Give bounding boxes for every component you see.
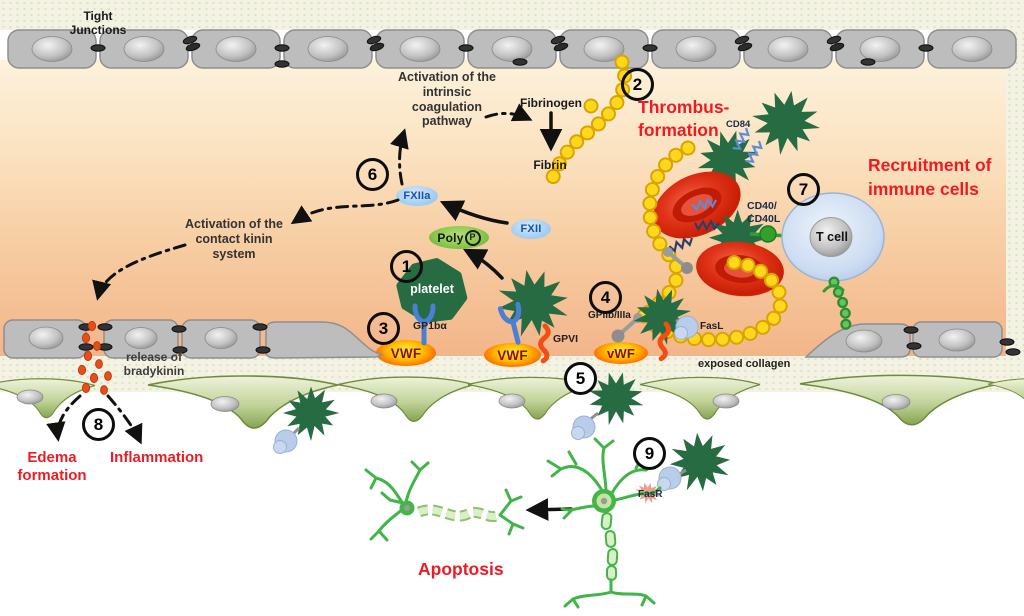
glycocalyx-band-top: [0, 0, 1024, 30]
vwf-molecule-mid: VWF: [484, 343, 541, 367]
fasl-ligand: [571, 415, 596, 440]
arrow-kinin-to-gap: [92, 243, 187, 301]
step-badge-2: 2: [621, 68, 654, 101]
step-badge-7: 7: [787, 173, 820, 206]
label-contact-kinin: Activation of the contact kinin system: [185, 217, 283, 261]
t-cell: [781, 192, 885, 282]
polyp-p-symbol: P: [464, 229, 481, 246]
arrow-to-edema: [46, 394, 82, 442]
label-fibrin: Fibrin: [533, 158, 567, 172]
label-exposed-collagen: exposed collagen: [698, 358, 791, 370]
fragmented-axon: [416, 504, 503, 523]
step-badge-4: 4: [589, 281, 622, 314]
arrow-platelet-to-polyp: [462, 248, 504, 280]
label-cd40-cd40l: CD40/ CD40L: [747, 200, 781, 226]
label-apoptosis: Apoptosis: [418, 559, 504, 579]
apoptotic-neuron: [364, 460, 525, 542]
fibrinogen-dot: [583, 98, 599, 114]
glycocalyx-strip-right: [1006, 30, 1024, 392]
label-bradykinin: release of bradykinin: [123, 350, 185, 379]
collagen-platelet: [611, 283, 699, 359]
label-tight-junctions: Tight Junctions: [69, 9, 127, 37]
label-t-cell: T cell: [816, 230, 848, 244]
solid-arrows: [439, 111, 573, 521]
endfeet-nuclei: [16, 389, 911, 412]
red-blood-cell: [653, 171, 741, 239]
thrombus: [643, 84, 826, 340]
step-badge-8: 8: [82, 408, 115, 441]
label-cd84: CD84: [726, 119, 751, 130]
step-badge-1: 1: [390, 250, 423, 283]
vwf-mid-label: VWF: [497, 347, 528, 363]
axon-segments: [600, 512, 619, 581]
fxii-label: FXII: [520, 223, 542, 235]
label-fasr: FasR: [638, 489, 663, 500]
arrow-to-inflammation: [106, 394, 143, 445]
label-recruitment: Recruitment of immune cells: [868, 155, 992, 199]
arrow-fxiia-to-intrinsic: [390, 128, 409, 186]
migrating-platelet-left: [273, 386, 340, 454]
label-edema: Edema formation: [17, 449, 87, 484]
step-badge-9: 9: [633, 437, 666, 470]
arrow-fxii-to-fxiia: [439, 200, 509, 225]
label-fasl: FasL: [700, 321, 724, 332]
polyp-label: Poly: [437, 230, 464, 245]
arrow-intrinsic-to-fibrinogen: [484, 103, 533, 122]
label-gpiib-iiia: GPIIb/IIIa: [588, 310, 631, 321]
step-badge-6: 6: [356, 158, 389, 191]
label-gp1b-alpha: GP1bα: [413, 320, 447, 332]
label-fibrinogen: Fibrinogen: [520, 96, 582, 110]
fxiia-label: FXIIa: [403, 190, 431, 202]
label-inflammation: Inflammation: [110, 449, 204, 466]
activated-platelet: [746, 84, 826, 161]
step-badge-5: 5: [564, 362, 597, 395]
arrow-fxiia-to-kinin: [290, 198, 400, 225]
gpiib-iiia-bridge: [663, 247, 693, 274]
vwf-left-label: VWF: [390, 345, 422, 361]
label-platelet: platelet: [410, 282, 454, 296]
label-gpvi: GPVI: [553, 333, 579, 345]
step-badge-3: 3: [367, 312, 400, 345]
fxiia-molecule: FXIIa: [396, 186, 438, 206]
label-intrinsic-pathway: Activation of the intrinsic coagulation …: [398, 70, 496, 129]
endothelium-bottom-left: [3, 319, 385, 359]
vwf-right-label: vWF: [606, 345, 636, 361]
endothelium-bottom-right: [804, 321, 1021, 358]
fasl-ligand: [273, 429, 298, 454]
platelet-9-fas: [632, 422, 742, 507]
vwf-molecule-right: vWF: [594, 342, 648, 364]
fxii-molecule: FXII: [511, 219, 551, 239]
migrating-platelet-5: [571, 365, 651, 440]
dashdot-arrows: [46, 103, 533, 445]
bradykinin-dots: [77, 320, 112, 395]
label-thrombus-formation: Thrombus- formation: [638, 97, 730, 140]
gpvi-receptor: [540, 326, 549, 361]
endothelium-top-row: [7, 29, 1017, 69]
t-cell-receptor-chain: [822, 282, 846, 332]
